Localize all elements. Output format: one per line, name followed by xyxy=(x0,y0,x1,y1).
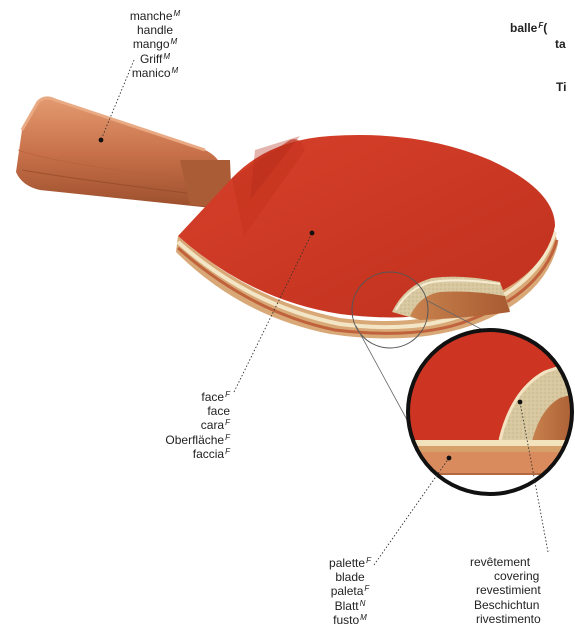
manche-es-gender: M xyxy=(171,37,178,46)
revetement-de: Beschichtun xyxy=(474,598,539,612)
ta-text: ta xyxy=(555,37,566,51)
label-palette: paletteF blade paletaF BlattN fustoM xyxy=(320,556,380,627)
palette-de-gender: N xyxy=(360,599,366,608)
label-ti-cropped: Ti xyxy=(556,80,566,94)
face-en: face xyxy=(207,404,230,418)
revetement-es: revestimient xyxy=(476,583,541,597)
palette-es-gender: F xyxy=(364,584,369,593)
palette-fr-gender: F xyxy=(366,556,371,565)
label-face: faceF face caraF OberflächeF facciaF xyxy=(130,390,230,461)
balle-rest: ( xyxy=(543,21,547,35)
handle-shape xyxy=(16,98,232,208)
face-es: cara xyxy=(201,418,224,432)
revetement-en: covering xyxy=(494,569,539,583)
palette-it: fusto xyxy=(333,613,359,627)
revetement-fr: revêtement xyxy=(470,555,530,569)
palette-fr: palette xyxy=(329,556,365,570)
face-de-gender: F xyxy=(225,433,230,442)
face-de: Oberfläche xyxy=(165,433,224,447)
manche-de: Griff xyxy=(140,52,162,66)
ti-text: Ti xyxy=(556,80,566,94)
manche-de-gender: M xyxy=(163,52,170,61)
manche-fr-gender: M xyxy=(174,9,181,18)
face-it-gender: F xyxy=(225,447,230,456)
face-fr: face xyxy=(201,390,224,404)
balle-fr: balle xyxy=(510,21,537,35)
revetement-it: rivestimento xyxy=(476,612,541,626)
face-fr-gender: F xyxy=(225,390,230,399)
palette-en: blade xyxy=(335,570,364,584)
face-es-gender: F xyxy=(225,418,230,427)
palette-es: paleta xyxy=(331,584,364,598)
label-ta-cropped: ta xyxy=(555,37,566,51)
manche-it-gender: M xyxy=(172,66,179,75)
label-manche: mancheM handle mangoM GriffM manicoM xyxy=(120,9,190,80)
manche-en: handle xyxy=(137,23,173,37)
label-revetement: revêtement covering revestimient Beschic… xyxy=(470,555,575,626)
manche-fr: manche xyxy=(130,9,173,23)
manche-it: manico xyxy=(132,66,171,80)
palette-de: Blatt xyxy=(335,599,359,613)
label-balle-cropped: balleF( xyxy=(510,21,575,35)
manche-es: mango xyxy=(133,37,170,51)
zoom-detail xyxy=(400,320,575,510)
face-it: faccia xyxy=(193,447,224,461)
palette-it-gender: M xyxy=(360,613,367,622)
